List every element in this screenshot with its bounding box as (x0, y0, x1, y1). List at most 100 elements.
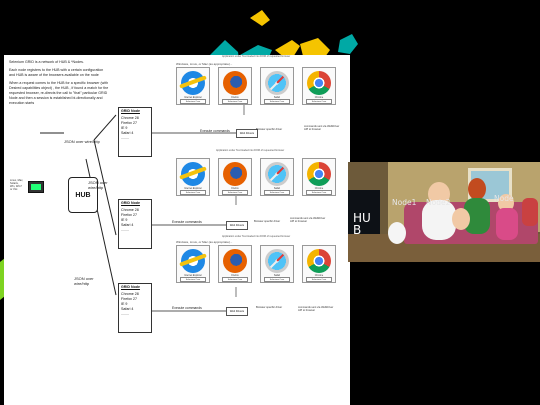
browser-name: Internet Explorer (184, 274, 202, 277)
browser-name: Chrome (314, 96, 324, 99)
browser-name: Firefox (231, 274, 239, 277)
json-label: JSON over wire/http (74, 276, 94, 286)
selenium-core-box: Selenium Core (264, 99, 290, 104)
browser-specific-label: Browser specific driver (254, 220, 281, 223)
teal-shape (338, 34, 358, 54)
browser-tile-safari: Safari Selenium Core (260, 158, 294, 196)
cartoon-tv-screen (348, 190, 380, 234)
browser-tile-ie: Internet Explorer Selenium Core (176, 158, 210, 196)
env-label: Windows, Linux, or Mac (as appropriate).… (176, 240, 233, 244)
selenium-core-box: Selenium Core (306, 277, 332, 282)
grid-node-box: GRID Node Chrome 28 Firefox 27 IE 9 Safa… (118, 283, 152, 333)
commands-note: commands sent via WebDriver API to brows… (304, 125, 340, 131)
cartoon-character (468, 178, 486, 200)
diagram-slide: Selenium GRID is a network of HUB & *Nod… (4, 55, 350, 405)
node-browser: IE 9 (121, 302, 128, 306)
execute-label: Execute commands (172, 220, 202, 224)
client-laptop-icon (28, 181, 44, 193)
selenium-core-box: Selenium Core (180, 99, 206, 104)
node-browser-more: ........ (121, 136, 129, 140)
browser-name: Internet Explorer (184, 96, 202, 99)
selenium-core-box: Selenium Core (222, 99, 248, 104)
web-drivers-box: Web Drivers (226, 221, 248, 230)
browser-specific-label: Browser specific driver (256, 128, 283, 131)
node-browser: Chrome 28 (121, 208, 139, 212)
cartoon-hub-line: HU (353, 211, 371, 225)
browser-tile-ie: Internet Explorer Selenium Core (176, 245, 210, 283)
grid-node-title: GRID Node (121, 201, 140, 205)
node-browser: IE 9 (121, 218, 128, 222)
web-drivers-box: Web Drivers (226, 307, 248, 316)
browser-tile-chrome: Chrome Selenium Core (302, 158, 336, 196)
safari-icon (265, 71, 289, 95)
node-browser: Firefox 27 (121, 297, 137, 301)
browser-specific-label: Browser specific driver (256, 306, 283, 309)
grid-node-box: GRID Node Chrome 28 Firefox 27 IE 9 Safa… (118, 199, 152, 249)
node-browser-more: ........ (121, 228, 129, 232)
selenium-core-box: Selenium Core (180, 277, 206, 282)
browser-name: Chrome (314, 187, 324, 190)
env-label: Windows, Linux, or Mac (as appropriate).… (176, 62, 233, 66)
node-browser: Safari 4 (121, 131, 134, 135)
cartoon-hub-label: HU B (353, 212, 371, 236)
app-label: Application under Test loaded into DOM o… (222, 235, 291, 238)
ie-icon (181, 249, 205, 273)
chrome-icon (307, 71, 331, 95)
cartoon-node-label: Node (494, 194, 514, 203)
chrome-icon (307, 162, 331, 186)
commands-note: commands sent via WebDriver API to brows… (298, 306, 334, 312)
node-browser: Firefox 27 (121, 121, 137, 125)
intro-paragraph: When a request comes to the HUB for a sp… (9, 81, 109, 105)
cartoon-character (522, 198, 538, 226)
browser-tile-firefox: Firefox Selenium Core (218, 158, 252, 196)
browser-tile-chrome: Chrome Selenium Core (302, 67, 336, 105)
intro-paragraph: Selenium GRID is a network of HUB & *Nod… (9, 60, 84, 64)
chrome-icon (307, 249, 331, 273)
grid-node-box: GRID Node Chrome 28 Firefox 27 IE 9 Safa… (118, 107, 152, 157)
browser-name: Internet Explorer (184, 187, 202, 190)
app-label: Application under Test loaded into DOM o… (216, 149, 285, 152)
hub-label: HUB (75, 191, 91, 199)
grid-node-title: GRID Node (121, 285, 140, 289)
node-browser: Safari 4 (121, 223, 134, 227)
yellow-shape (250, 10, 270, 26)
browser-tile-safari: Safari Selenium Core (260, 245, 294, 283)
selenium-core-box: Selenium Core (306, 99, 332, 104)
cartoon-node-label: Node1 (392, 198, 417, 207)
cartoon-hub-line: B (353, 223, 362, 237)
browser-name: Firefox (231, 96, 239, 99)
web-drivers-box: Web Drivers (236, 129, 258, 138)
node-browser: Safari 4 (121, 307, 134, 311)
cartoon-node-label: Node2 (426, 198, 451, 207)
browser-name: Firefox (231, 187, 239, 190)
browser-tile-safari: Safari Selenium Core (260, 67, 294, 105)
selenium-core-box: Selenium Core (222, 277, 248, 282)
node-browser: Chrome 28 (121, 292, 139, 296)
client-os-label: Linux, Mac, Solaris, Win, Win7 or Vist (10, 179, 24, 191)
selenium-core-box: Selenium Core (264, 277, 290, 282)
execute-label: Execute commands (172, 306, 202, 310)
cartoon-character-body (422, 200, 456, 240)
browser-name: Chrome (314, 274, 324, 277)
node-browser: IE 9 (121, 126, 128, 130)
firefox-icon (223, 162, 247, 186)
selenium-core-box: Selenium Core (306, 190, 332, 195)
selenium-core-box: Selenium Core (222, 190, 248, 195)
ie-icon (181, 71, 205, 95)
safari-icon (265, 249, 289, 273)
selenium-core-box: Selenium Core (264, 190, 290, 195)
execute-label: Execute commands (200, 129, 230, 133)
cartoon-character (498, 194, 514, 212)
json-label: JSON over wire/http (88, 180, 108, 190)
selenium-core-box: Selenium Core (180, 190, 206, 195)
intro-paragraph: Each node registers to the HUB with a ce… (9, 68, 104, 77)
cartoon-dog (388, 222, 406, 244)
browser-tile-chrome: Chrome Selenium Core (302, 245, 336, 283)
browser-tile-firefox: Firefox Selenium Core (218, 67, 252, 105)
browser-tile-ie: Internet Explorer Selenium Core (176, 67, 210, 105)
connector-lines (40, 105, 245, 312)
ie-icon (181, 162, 205, 186)
browser-tile-firefox: Firefox Selenium Core (218, 245, 252, 283)
browser-name: Safari (273, 274, 281, 277)
safari-icon (265, 162, 289, 186)
